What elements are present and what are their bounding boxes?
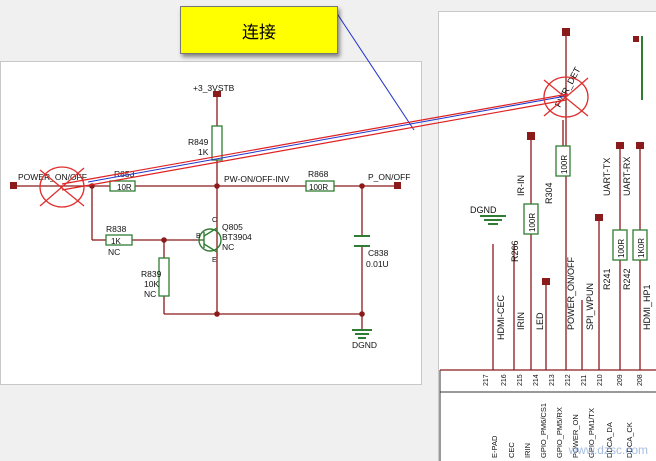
r853-body <box>109 180 136 192</box>
left-cross-marker-icon <box>39 166 85 208</box>
pin-name: E-PAD <box>490 435 499 458</box>
vertical-net-label: HDMI_HP1 <box>642 284 652 330</box>
callout-label: 连接 <box>242 22 276 42</box>
resistor-ref: R242 <box>622 268 632 290</box>
pin-number: 212 <box>565 374 572 386</box>
resistor-ref: R266 <box>510 240 520 262</box>
dgnd-right-symbol <box>480 215 506 225</box>
r241-body <box>612 229 628 261</box>
watermark: www.dzsc.com <box>568 443 648 457</box>
resistor-ref: R304 <box>544 182 554 204</box>
ic-pin-table <box>439 370 656 461</box>
q805-note: NC <box>222 242 234 252</box>
pin-number: 211 <box>581 375 588 386</box>
resistor-ref: R241 <box>602 268 612 290</box>
pin-number: 213 <box>549 374 556 386</box>
r838-body <box>105 234 133 246</box>
resistor-value: 100R <box>528 213 537 232</box>
net-label-power-on-off: POWER_ON/OFF <box>18 172 87 182</box>
callout-note: 连接 <box>180 6 338 54</box>
r838-note: NC <box>108 247 120 257</box>
r304-body <box>555 145 571 177</box>
c838-ref: C838 <box>368 248 389 258</box>
r242-body <box>632 229 648 261</box>
net-label-ir-in: IR-IN <box>516 175 526 196</box>
dgnd-left-symbol <box>352 329 372 339</box>
r868-value: 100R <box>309 183 328 192</box>
pin-name: GPIO_PM5/RX <box>555 407 564 458</box>
r838-value: 1K <box>111 237 121 246</box>
ground-label-right: DGND <box>470 205 497 215</box>
r849-body <box>211 125 223 161</box>
vertical-net-label: SPI_WPUN <box>585 283 595 330</box>
r849-value: 1K <box>198 147 209 157</box>
net-label-uart-tx: UART-TX <box>602 158 612 196</box>
connection-lines <box>61 93 569 191</box>
left-schematic-panel <box>0 61 422 385</box>
pin-name: DDCA_DA <box>605 422 614 458</box>
resistor-value: 100R <box>560 155 569 174</box>
pin-number: 215 <box>517 374 524 386</box>
r868-ref: R868 <box>308 169 329 179</box>
q805-part: BT3904 <box>222 232 252 242</box>
r868-body <box>305 180 335 192</box>
q805-pin-e: E <box>212 257 217 264</box>
resistor-value: 100R <box>617 239 626 258</box>
pin-number: 210 <box>597 374 604 386</box>
r266-body <box>523 203 539 235</box>
r839-body <box>158 257 170 297</box>
net-label-uart-rx: UART-RX <box>622 157 632 196</box>
pin-number: 208 <box>637 374 644 386</box>
callout-leader-lines <box>87 11 567 183</box>
pin-number-row: 217 216 215 214 213 212 211 210 209 208 <box>483 374 644 386</box>
pin-name: GPIO_PM6/CS1 <box>539 403 548 458</box>
vertical-net-label: POWER_ON/OFF <box>566 256 576 330</box>
vertical-net-label: LED <box>535 312 545 330</box>
q805-symbol <box>198 227 222 253</box>
r853-ref: R853 <box>114 169 135 179</box>
q805-pin-c: C <box>212 217 217 224</box>
r849-ref: R849 <box>188 137 209 147</box>
resistor-value: 1K0R <box>637 238 646 258</box>
r853-value: 10R <box>117 183 132 192</box>
right-cross-marker-icon <box>543 76 589 118</box>
pin-number: 216 <box>501 374 508 386</box>
pin-name: POWER_ON <box>571 414 580 458</box>
pin-name-row: E-PAD CEC IRIN GPIO_PM6/CS1 GPIO_PM5/RX … <box>490 403 634 458</box>
net-label-supply: +3_3VSTB <box>193 83 235 93</box>
r839-value: 10K <box>144 279 159 289</box>
vertical-net-label: IRIN <box>516 312 526 330</box>
pin-name: DDCA_CK <box>625 422 634 458</box>
r838-ref: R838 <box>106 224 127 234</box>
ground-label-left: DGND <box>352 340 377 350</box>
net-label-pw-on-off-inv: PW-ON/OFF-INV <box>224 174 290 184</box>
pin-number: 214 <box>533 374 540 386</box>
c838-symbol <box>354 235 370 247</box>
q805-ref: Q805 <box>222 222 243 232</box>
r839-ref: R839 <box>141 269 162 279</box>
pin-number: 217 <box>483 374 490 386</box>
pin-name: GPIO_PM1/TX <box>587 408 596 458</box>
vertical-net-label: HDMI-CEC <box>496 295 506 340</box>
pin-name: IRIN <box>523 443 532 458</box>
pin-name: CEC <box>507 442 516 458</box>
q805-pin-b: B <box>196 233 201 240</box>
c838-value: 0.01U <box>366 259 389 269</box>
r839-note: NC <box>144 289 156 299</box>
pin-number: 209 <box>617 374 624 386</box>
net-label-p-on-off: P_ON/OFF <box>368 172 411 182</box>
